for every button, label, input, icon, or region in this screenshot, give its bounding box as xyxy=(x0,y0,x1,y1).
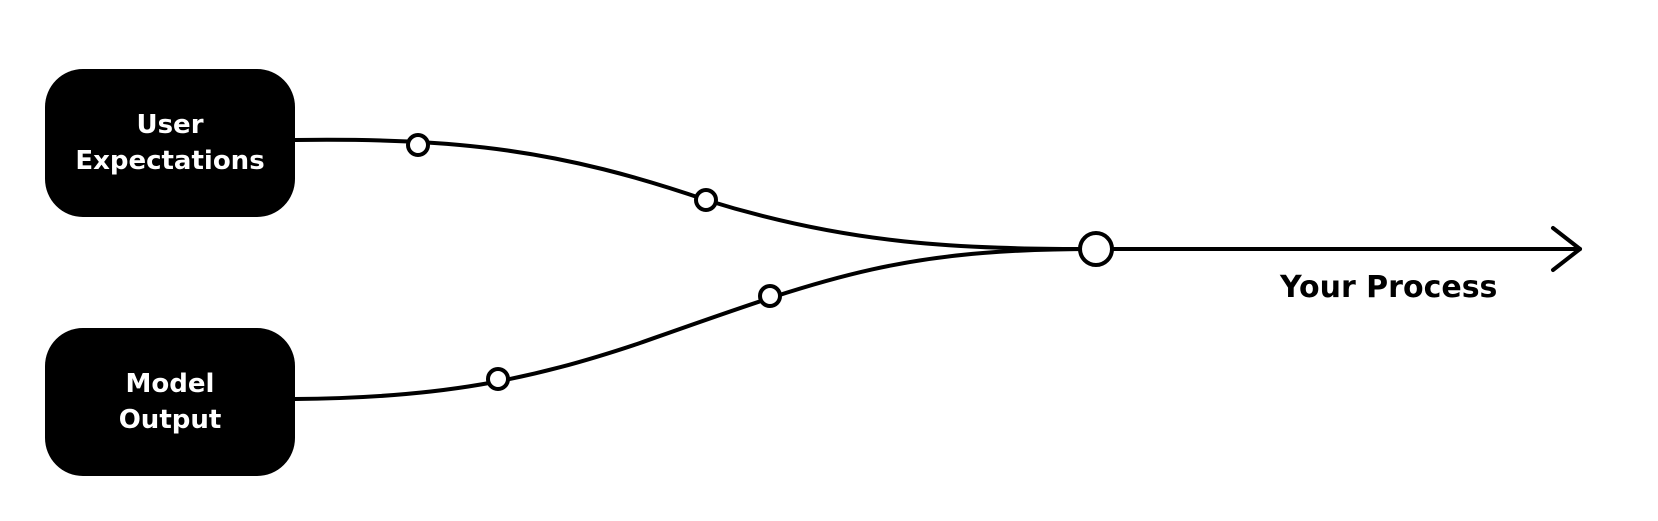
waypoint-dot xyxy=(694,188,718,212)
waypoint-dot xyxy=(486,367,510,391)
model-output-connector xyxy=(293,247,1098,401)
model-output-label: Model Output xyxy=(119,366,222,438)
merge-point-circle xyxy=(1078,231,1114,267)
model-output-node: Model Output xyxy=(45,328,295,476)
arrow-right-icon xyxy=(1551,226,1582,272)
process-label: Your Process xyxy=(1280,270,1498,305)
model-output-line1: Model xyxy=(125,369,215,399)
waypoint-dot xyxy=(758,284,782,308)
user-expectations-line2: Expectations xyxy=(75,146,265,176)
waypoint-dot xyxy=(406,133,430,157)
user-expectations-label: User Expectations xyxy=(75,107,264,179)
user-expectations-node: User Expectations xyxy=(45,69,295,217)
model-output-line2: Output xyxy=(118,405,222,435)
user-expectations-line1: User xyxy=(136,110,204,140)
